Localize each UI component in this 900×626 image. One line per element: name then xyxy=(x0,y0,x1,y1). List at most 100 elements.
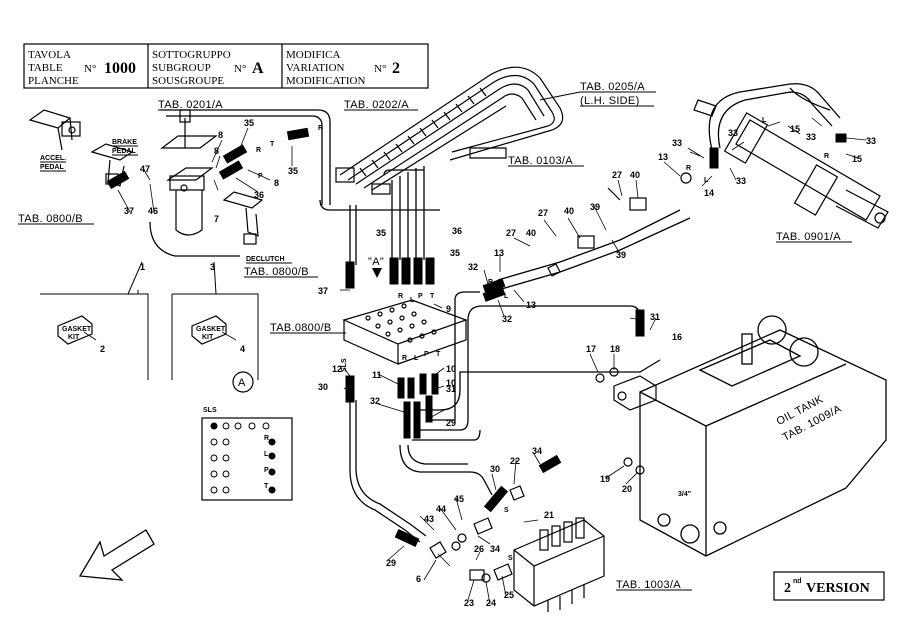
svg-text:R: R xyxy=(402,355,407,362)
svg-text:13: 13 xyxy=(494,248,504,258)
svg-text:21: 21 xyxy=(544,510,554,520)
svg-text:GASKET: GASKET xyxy=(62,326,92,333)
svg-text:8: 8 xyxy=(274,178,279,188)
svg-text:TAVOLA: TAVOLA xyxy=(28,49,71,61)
svg-text:33: 33 xyxy=(806,132,816,142)
svg-text:nd: nd xyxy=(793,578,802,585)
svg-text:34: 34 xyxy=(532,446,542,456)
svg-text:25: 25 xyxy=(504,590,514,600)
svg-text:10: 10 xyxy=(446,378,456,388)
svg-text:3/4": 3/4" xyxy=(678,491,691,498)
svg-text:7: 7 xyxy=(214,214,219,224)
svg-text:14: 14 xyxy=(704,188,714,198)
table-number: 1000 xyxy=(104,60,136,77)
svg-text:SUBGROUP: SUBGROUP xyxy=(152,62,211,74)
ref-tab-0800-block: TAB.0800/B xyxy=(270,322,332,334)
svg-text:P: P xyxy=(258,173,263,180)
svg-text:P: P xyxy=(424,351,429,358)
svg-text:2: 2 xyxy=(100,344,105,354)
svg-text:4: 4 xyxy=(240,344,245,354)
svg-text:T: T xyxy=(270,141,275,148)
svg-text:R: R xyxy=(824,153,829,160)
svg-text:33: 33 xyxy=(672,138,682,148)
variation-number: 2 xyxy=(392,60,400,77)
svg-text:37: 37 xyxy=(124,206,134,216)
svg-text:L: L xyxy=(264,451,269,458)
ref-tab-0901: TAB. 0901/A xyxy=(776,231,841,243)
svg-text:31: 31 xyxy=(650,312,660,322)
svg-text:T: T xyxy=(264,483,269,490)
svg-text:PEDAL: PEDAL xyxy=(40,164,64,171)
svg-text:35: 35 xyxy=(450,248,460,258)
svg-text:KIT: KIT xyxy=(202,334,214,341)
version-box: 2 nd VERSION xyxy=(773,571,885,601)
valve-block xyxy=(342,299,468,365)
svg-text:VERSION: VERSION xyxy=(806,581,870,596)
svg-text:N°: N° xyxy=(234,63,246,75)
svg-text:39: 39 xyxy=(616,250,626,260)
svg-text:20: 20 xyxy=(622,484,632,494)
gasket-kit-4: GASKET KIT xyxy=(191,315,227,345)
svg-text:R: R xyxy=(488,279,493,286)
svg-text:26: 26 xyxy=(474,544,484,554)
valve-fittings xyxy=(106,127,847,547)
port-letters: R L P T R L P T R L R L L R R P R T S S xyxy=(256,117,829,562)
svg-text:24: 24 xyxy=(486,598,496,608)
svg-text:S: S xyxy=(504,507,509,514)
circle-a: A xyxy=(232,371,254,393)
header-col3: MODIFICA VARIATION MODIFICATION N° 2 xyxy=(286,49,400,87)
svg-text:35: 35 xyxy=(244,118,254,128)
ref-tab-0103: TAB. 0103/A xyxy=(508,155,573,167)
svg-text:15: 15 xyxy=(852,154,862,164)
svg-text:10: 10 xyxy=(446,364,456,374)
svg-text:R: R xyxy=(264,435,269,442)
svg-text:S: S xyxy=(508,555,513,562)
header-table xyxy=(23,43,429,89)
ref-lh-side: (L.H. SIDE) xyxy=(580,95,640,107)
subgroup-letter: A xyxy=(252,60,264,77)
svg-text:6: 6 xyxy=(416,574,421,584)
ref-tab-0202: TAB. 0202/A xyxy=(344,99,409,111)
svg-text:N°: N° xyxy=(374,63,386,75)
svg-text:9: 9 xyxy=(446,304,451,314)
svg-text:ACCEL.: ACCEL. xyxy=(40,155,66,162)
header-col1: TAVOLA TABLE PLANCHE N° 1000 xyxy=(28,49,136,87)
svg-text:30: 30 xyxy=(490,464,500,474)
svg-text:SOUSGROUPE: SOUSGROUPE xyxy=(152,75,224,87)
svg-text:12: 12 xyxy=(332,364,342,374)
svg-text:"A": "A" xyxy=(368,256,384,268)
svg-text:33: 33 xyxy=(728,128,738,138)
svg-text:T: T xyxy=(436,351,441,358)
svg-text:27: 27 xyxy=(612,170,622,180)
view-a-panel: SLS R L P T xyxy=(201,407,293,501)
svg-text:R: R xyxy=(256,147,261,154)
svg-text:29: 29 xyxy=(446,418,456,428)
svg-text:23: 23 xyxy=(464,598,474,608)
svg-text:SOTTOGRUPPO: SOTTOGRUPPO xyxy=(152,49,231,61)
svg-text:13: 13 xyxy=(526,300,536,310)
svg-text:27: 27 xyxy=(538,208,548,218)
svg-text:35: 35 xyxy=(288,166,298,176)
svg-text:32: 32 xyxy=(468,262,478,272)
svg-text:BRAKE: BRAKE xyxy=(112,139,137,146)
svg-text:1: 1 xyxy=(140,262,145,272)
view-arrow: "A" xyxy=(368,256,384,278)
svg-text:P: P xyxy=(418,293,423,300)
svg-text:GASKET: GASKET xyxy=(196,326,226,333)
svg-text:SLS: SLS xyxy=(341,358,348,372)
header-col2: SOTTOGRUPPO SUBGROUP SOUSGROUPE N° A xyxy=(152,49,264,87)
control-valve xyxy=(513,517,605,612)
reference-labels: TAB. 0201/A TAB. 0202/A TAB. 0205/A (L.H… xyxy=(18,81,852,591)
svg-text:16: 16 xyxy=(672,332,682,342)
svg-text:18: 18 xyxy=(610,344,620,354)
svg-text:11: 11 xyxy=(372,370,382,380)
svg-text:8: 8 xyxy=(218,130,223,140)
svg-text:VARIATION: VARIATION xyxy=(286,62,345,74)
svg-text:PEDAL: PEDAL xyxy=(112,148,136,155)
svg-text:TABLE: TABLE xyxy=(28,62,63,74)
svg-text:R: R xyxy=(686,165,691,172)
svg-text:P: P xyxy=(264,467,269,474)
direction-arrow xyxy=(78,529,155,581)
svg-text:15: 15 xyxy=(790,124,800,134)
declutch-pedal xyxy=(222,191,264,245)
